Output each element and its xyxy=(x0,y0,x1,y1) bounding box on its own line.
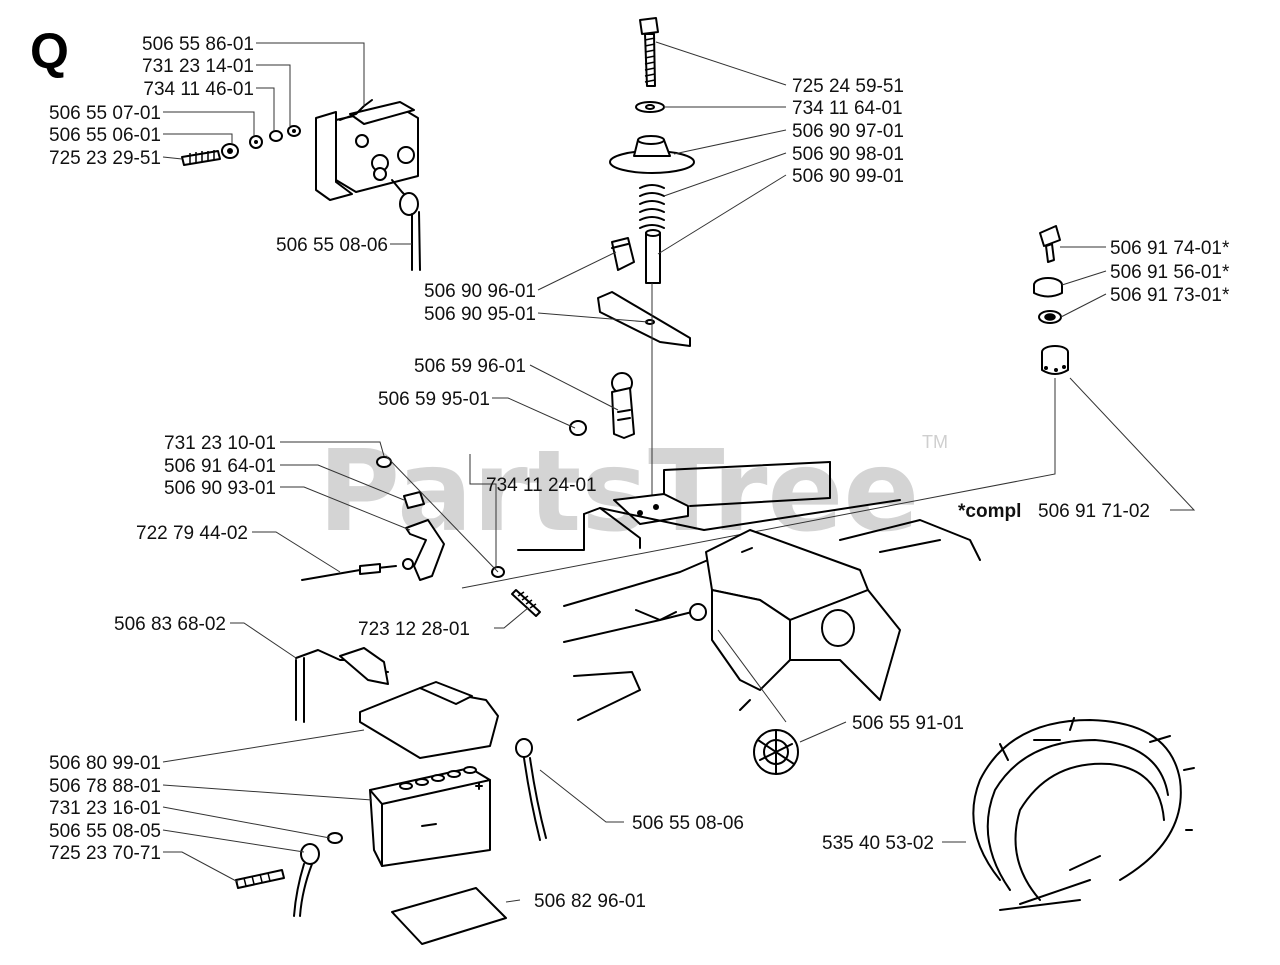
part-label: 506 55 08-06 xyxy=(632,813,744,834)
part-label: 731 23 14-01 xyxy=(142,56,254,77)
chassis-drawing xyxy=(517,461,981,721)
part-label: 506 78 88-01 xyxy=(49,776,161,797)
part-label: 506 91 56-01* xyxy=(1110,262,1230,283)
part-label: 506 82 96-01 xyxy=(534,891,646,912)
part-label: 506 59 95-01 xyxy=(378,389,490,410)
battery-group-drawing xyxy=(235,647,547,945)
bolt-spring-assembly-drawing xyxy=(597,17,695,508)
part-label: 506 90 99-01 xyxy=(792,166,904,187)
part-label: 734 11 46-01 xyxy=(143,79,254,100)
part-label: 506 80 99-01 xyxy=(49,753,161,774)
wiring-harness-drawing xyxy=(972,717,1195,911)
part-label: 506 55 07-01 xyxy=(49,103,161,124)
part-label: 734 11 64-01 xyxy=(792,98,903,119)
part-label: 506 83 68-02 xyxy=(114,614,226,635)
part-label: 723 12 28-01 xyxy=(358,619,470,640)
part-label: 506 55 06-01 xyxy=(49,125,161,146)
part-label: 506 55 91-01 xyxy=(852,713,964,734)
part-label: 506 90 95-01 xyxy=(424,304,536,325)
part-label: 722 79 44-02 xyxy=(136,523,248,544)
part-label: 506 55 08-06 xyxy=(276,235,388,256)
part-label: 506 59 96-01 xyxy=(414,356,526,377)
part-label: 506 90 93-01 xyxy=(164,478,276,499)
gear-drawing xyxy=(753,729,799,775)
part-label: 506 91 64-01 xyxy=(164,456,276,477)
part-label: 506 55 86-01 xyxy=(142,34,254,55)
part-label: 734 11 24-01 xyxy=(486,475,597,496)
solenoid-assembly-drawing xyxy=(181,99,421,271)
part-label: 506 90 98-01 xyxy=(792,144,904,165)
part-label: 506 90 96-01 xyxy=(424,281,536,302)
part-label: 506 91 71-02 xyxy=(1038,501,1150,522)
part-label: 725 23 29-51 xyxy=(49,148,161,169)
part-label: 725 23 70-71 xyxy=(49,843,161,864)
part-label-compl-prefix: *compl xyxy=(958,501,1021,522)
part-label: 535 40 53-02 xyxy=(822,833,934,854)
leader-lines xyxy=(162,41,1196,903)
section-letter: Q xyxy=(30,23,69,79)
part-label: 506 91 74-01* xyxy=(1110,238,1230,259)
shift-lever-drawing xyxy=(569,372,635,439)
ignition-switch-drawing xyxy=(461,225,1069,589)
part-label: 725 24 59-51 xyxy=(792,76,904,97)
part-label: 506 55 08-05 xyxy=(49,821,161,842)
part-labels: 506 55 86-01 731 23 14-01 734 11 46-01 5… xyxy=(49,34,1230,912)
part-label: 731 23 10-01 xyxy=(164,433,276,454)
watermark-trademark: TM xyxy=(922,432,948,452)
part-label: 506 90 97-01 xyxy=(792,121,904,142)
part-label: 731 23 16-01 xyxy=(49,798,161,819)
part-label: 506 91 73-01* xyxy=(1110,285,1230,306)
